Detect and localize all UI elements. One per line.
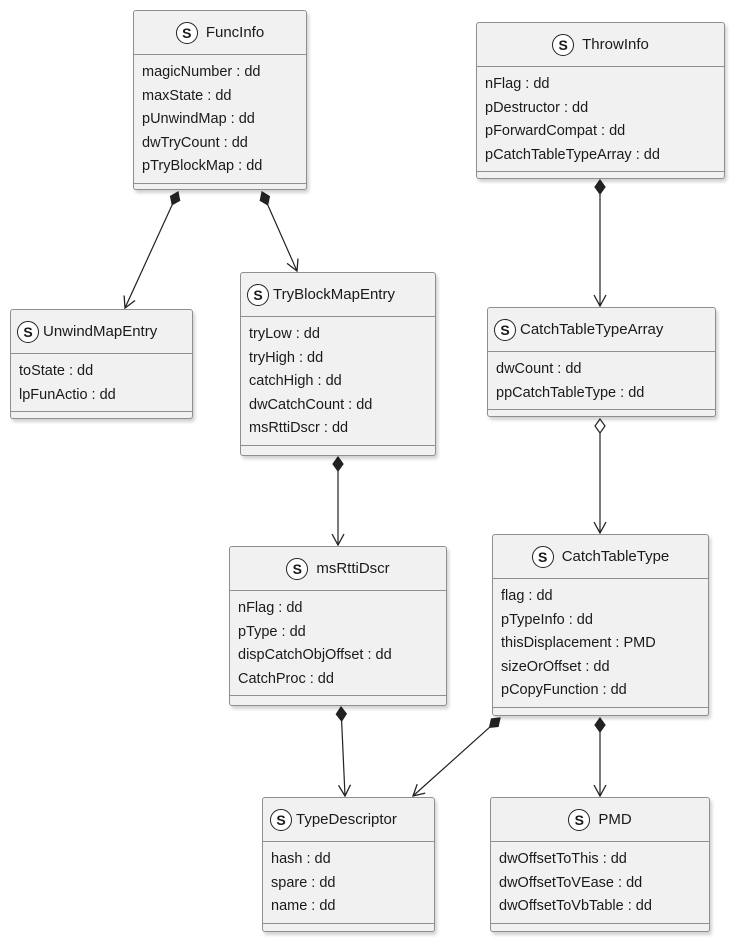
field: pDestructor : dd	[485, 99, 589, 116]
relation-funcinfo-unwindmapentry	[123, 191, 181, 310]
class-funcinfo[interactable]: S FuncInfo magicNumber : dd maxState : dd…	[133, 10, 307, 190]
relation-catchtabletypearray-catchtabletype	[593, 417, 607, 535]
class-name: TryBlockMapEntry	[273, 286, 395, 303]
field: flag : dd	[501, 588, 553, 604]
relation-throwinfo-catchtabletypearray	[593, 178, 607, 308]
struct-icon: S	[247, 283, 269, 306]
field: ppCatchTableType : dd	[496, 384, 645, 401]
field: msRttiDscr : dd	[249, 420, 349, 436]
class-name: msRttiDscr	[316, 560, 390, 577]
composition-diamond	[488, 717, 501, 729]
methods-section	[263, 922, 434, 935]
field: pCopyFunction : dd	[501, 682, 627, 698]
relation-funcinfo-tryblockmapentry	[259, 191, 299, 273]
relation-catchtabletype-pmd	[593, 716, 607, 798]
relation-catchtabletype-typedescriptor	[411, 717, 501, 797]
field: dispCatchObjOffset : dd	[238, 647, 392, 663]
class-name: CatchTableType	[561, 548, 670, 565]
class-pmd[interactable]: S PMD dwOffsetToThis : dd dwOffsetToVEase…	[490, 797, 710, 932]
arrow-head	[593, 784, 607, 798]
relation-tryblockmapentry-msrttidscr	[331, 455, 345, 547]
field: pCatchTableTypeArray : dd	[485, 146, 660, 163]
struct-icon: S	[552, 33, 575, 56]
methods-section	[230, 695, 446, 707]
class-name: FuncInfo	[205, 24, 265, 41]
field: catchHigh : dd	[249, 373, 342, 389]
relation-line	[341, 720, 346, 797]
class-name: CatchTableTypeArray	[520, 321, 664, 338]
field: dwCount : dd	[496, 361, 582, 377]
field: thisDisplacement : PMD	[501, 635, 656, 651]
composition-diamond	[335, 705, 348, 723]
struct-icon: S	[175, 21, 198, 44]
arrow-head	[331, 533, 345, 547]
class-catchtabletype[interactable]: S CatchTableType flag : dd pTypeInfo : dd…	[492, 534, 709, 716]
arrow-head	[593, 521, 607, 535]
field: dwOffsetToThis : dd	[499, 851, 627, 867]
field: pTryBlockMap : dd	[142, 158, 263, 174]
field: dwOffsetToVEase : dd	[499, 874, 643, 891]
methods-section	[11, 411, 192, 423]
arrow-head	[411, 783, 426, 797]
field: pUnwindMap : dd	[142, 111, 255, 127]
arrow-head	[123, 295, 136, 310]
field: spare : dd	[271, 874, 336, 891]
struct-icon: S	[568, 808, 591, 831]
struct-icon: S	[286, 557, 309, 580]
methods-section	[241, 444, 435, 457]
relation-line	[412, 726, 490, 797]
field: nFlag : dd	[485, 76, 550, 92]
relation-line	[267, 204, 298, 272]
arrow-head	[286, 258, 299, 273]
class-name: UnwindMapEntry	[43, 323, 158, 340]
composition-diamond	[332, 455, 344, 473]
aggregation-diamond	[594, 417, 606, 435]
field: sizeOrOffset : dd	[501, 658, 610, 675]
field: hash : dd	[271, 851, 331, 867]
field: pForwardCompat : dd	[485, 123, 626, 139]
class-name: ThrowInfo	[582, 36, 649, 53]
methods-section	[134, 182, 306, 195]
field: dwTryCount : dd	[142, 134, 248, 151]
class-throwinfo[interactable]: S ThrowInfo nFlag : dd pDestructor : dd p…	[476, 22, 725, 179]
struct-icon: S	[531, 545, 554, 568]
struct-icon: S	[17, 320, 39, 343]
field: toState : dd	[19, 363, 94, 379]
struct-icon: S	[494, 318, 516, 341]
field: name : dd	[271, 898, 336, 914]
methods-section	[491, 922, 709, 935]
methods-section	[488, 409, 715, 421]
field: lpFunActio : dd	[19, 386, 116, 403]
struct-icon: S	[270, 808, 292, 831]
class-name: TypeDescriptor	[296, 811, 397, 828]
composition-diamond	[594, 716, 606, 734]
field: pType : dd	[238, 623, 306, 640]
field: pTypeInfo : dd	[501, 611, 593, 628]
field: nFlag : dd	[238, 600, 303, 616]
field: tryLow : dd	[249, 326, 320, 342]
methods-section	[493, 706, 708, 719]
field: dwOffsetToVbTable : dd	[499, 898, 652, 914]
field: dwCatchCount : dd	[249, 396, 373, 413]
arrow-head	[337, 784, 352, 798]
field: CatchProc : dd	[238, 670, 334, 687]
relation-msrttidscr-typedescriptor	[335, 705, 352, 798]
class-name: PMD	[598, 811, 632, 828]
field: tryHigh : dd	[249, 349, 324, 366]
field: maxState : dd	[142, 87, 232, 104]
field: magicNumber : dd	[142, 64, 261, 80]
relation-line	[124, 204, 173, 309]
arrow-head	[593, 294, 607, 308]
methods-section	[477, 171, 724, 183]
